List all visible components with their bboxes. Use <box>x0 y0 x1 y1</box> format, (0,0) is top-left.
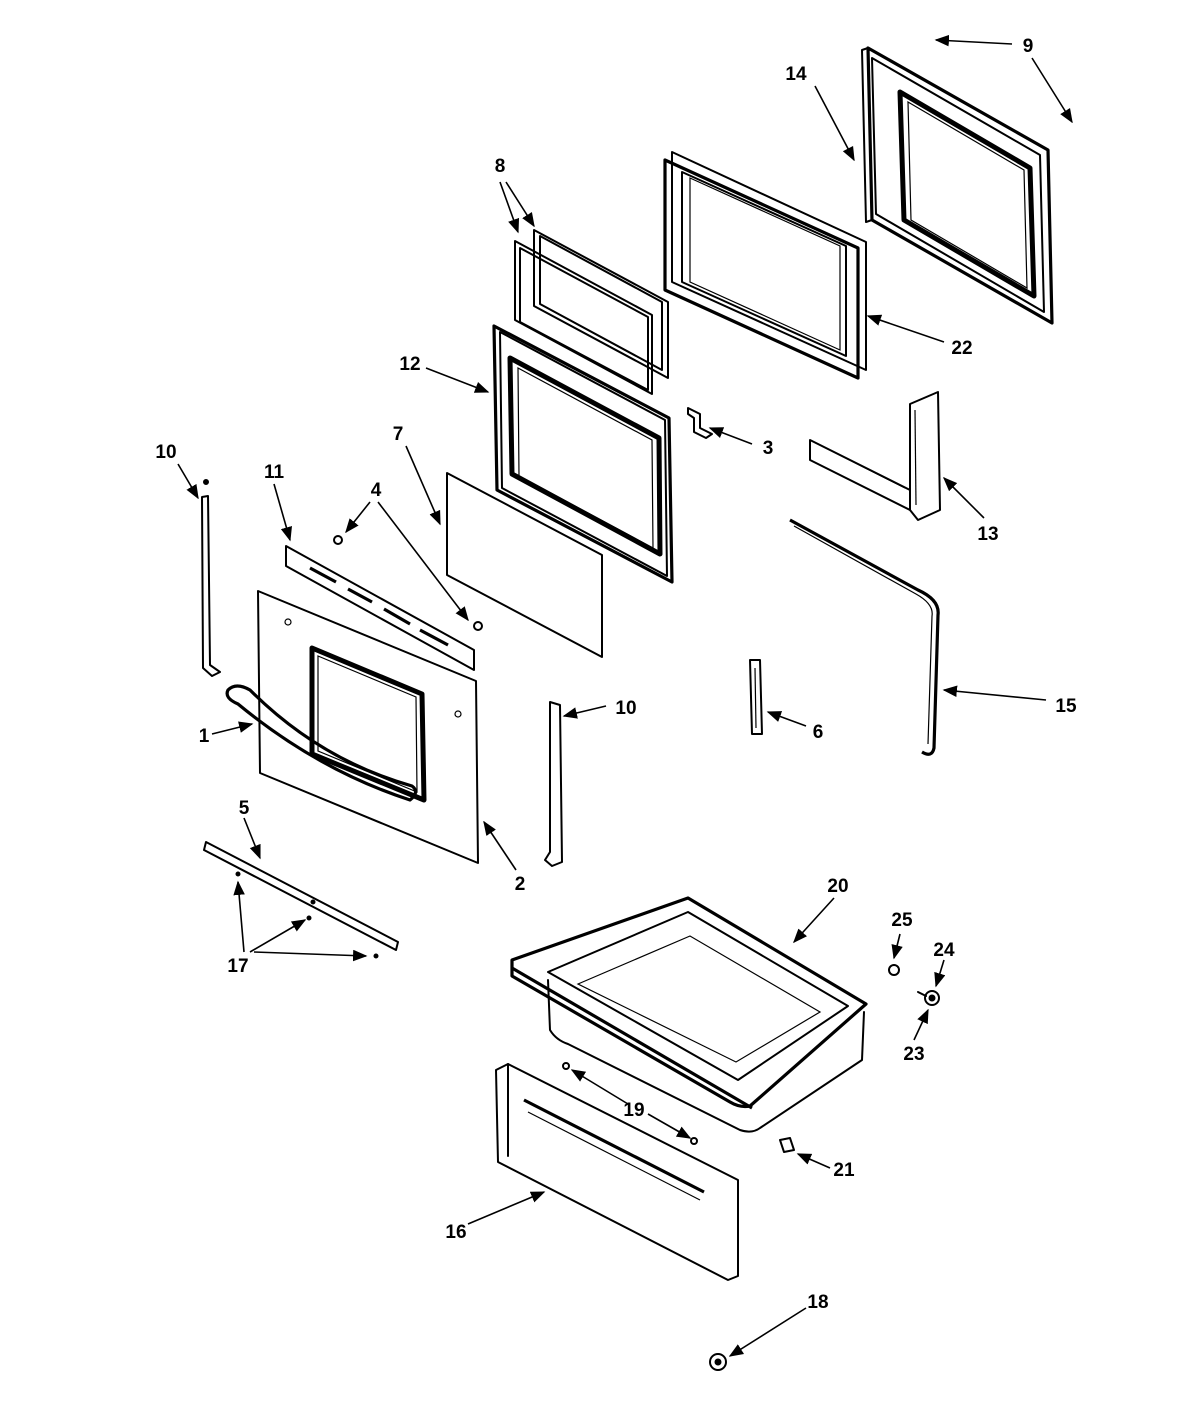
part-3-bracket <box>687 407 713 439</box>
callout-labels: 9 14 8 22 12 3 7 13 10 11 4 10 15 6 1 5 … <box>155 36 1077 1313</box>
part-18-leveling-foot <box>709 1353 727 1371</box>
callout-22: 22 <box>951 338 972 359</box>
part-20-drawer-pan <box>510 896 868 1133</box>
part-22-door-frame <box>663 151 867 380</box>
callout-12: 12 <box>399 354 420 375</box>
callout-10-right: 10 <box>615 698 636 719</box>
callout-13: 13 <box>977 524 998 545</box>
callout-10-left: 10 <box>155 442 176 463</box>
part-25-nut <box>888 964 900 976</box>
part-5-bottom-trim <box>203 841 399 951</box>
callout-11: 11 <box>264 462 285 483</box>
part-21-clip <box>779 1137 795 1153</box>
part-19-screws <box>562 1062 698 1145</box>
callout-17: 17 <box>227 956 248 977</box>
part-10-right-trim <box>544 701 563 867</box>
callout-8: 8 <box>495 156 506 177</box>
part-7-window-glass <box>446 472 603 658</box>
callout-23: 23 <box>903 1044 924 1065</box>
part-4-screws <box>333 535 483 631</box>
callout-1: 1 <box>199 726 210 747</box>
callout-18: 18 <box>807 1292 828 1313</box>
callout-2: 2 <box>515 874 526 895</box>
callout-4: 4 <box>371 480 382 501</box>
callout-15: 15 <box>1055 696 1077 717</box>
part-13-insulation <box>809 391 941 521</box>
callout-20: 20 <box>827 876 848 897</box>
part-17-screws <box>235 871 379 959</box>
callout-7: 7 <box>393 424 404 445</box>
part-12-inner-door <box>492 324 674 584</box>
callout-9: 9 <box>1023 36 1034 57</box>
leader-lines <box>177 34 1073 1357</box>
part-14-inner-door-panel <box>861 46 1054 325</box>
part-8-glass-panels <box>514 229 669 395</box>
callout-3: 3 <box>763 438 774 459</box>
callout-14: 14 <box>785 64 807 85</box>
part-11-vent-trim <box>285 545 475 671</box>
part-6-hinge-strip <box>749 659 763 735</box>
part-16-drawer-front <box>495 1063 739 1281</box>
callout-6: 6 <box>813 722 824 743</box>
callout-21: 21 <box>833 1160 855 1181</box>
part-10-left-trim <box>201 479 221 677</box>
callout-24: 24 <box>933 940 955 961</box>
part-15-door-gasket <box>789 518 940 756</box>
callout-25: 25 <box>891 910 913 931</box>
callout-5: 5 <box>239 798 250 819</box>
part-1-door-handle <box>225 684 418 802</box>
part-24-23-roller <box>917 990 940 1006</box>
callout-16: 16 <box>445 1222 466 1243</box>
callout-19: 19 <box>623 1100 644 1121</box>
